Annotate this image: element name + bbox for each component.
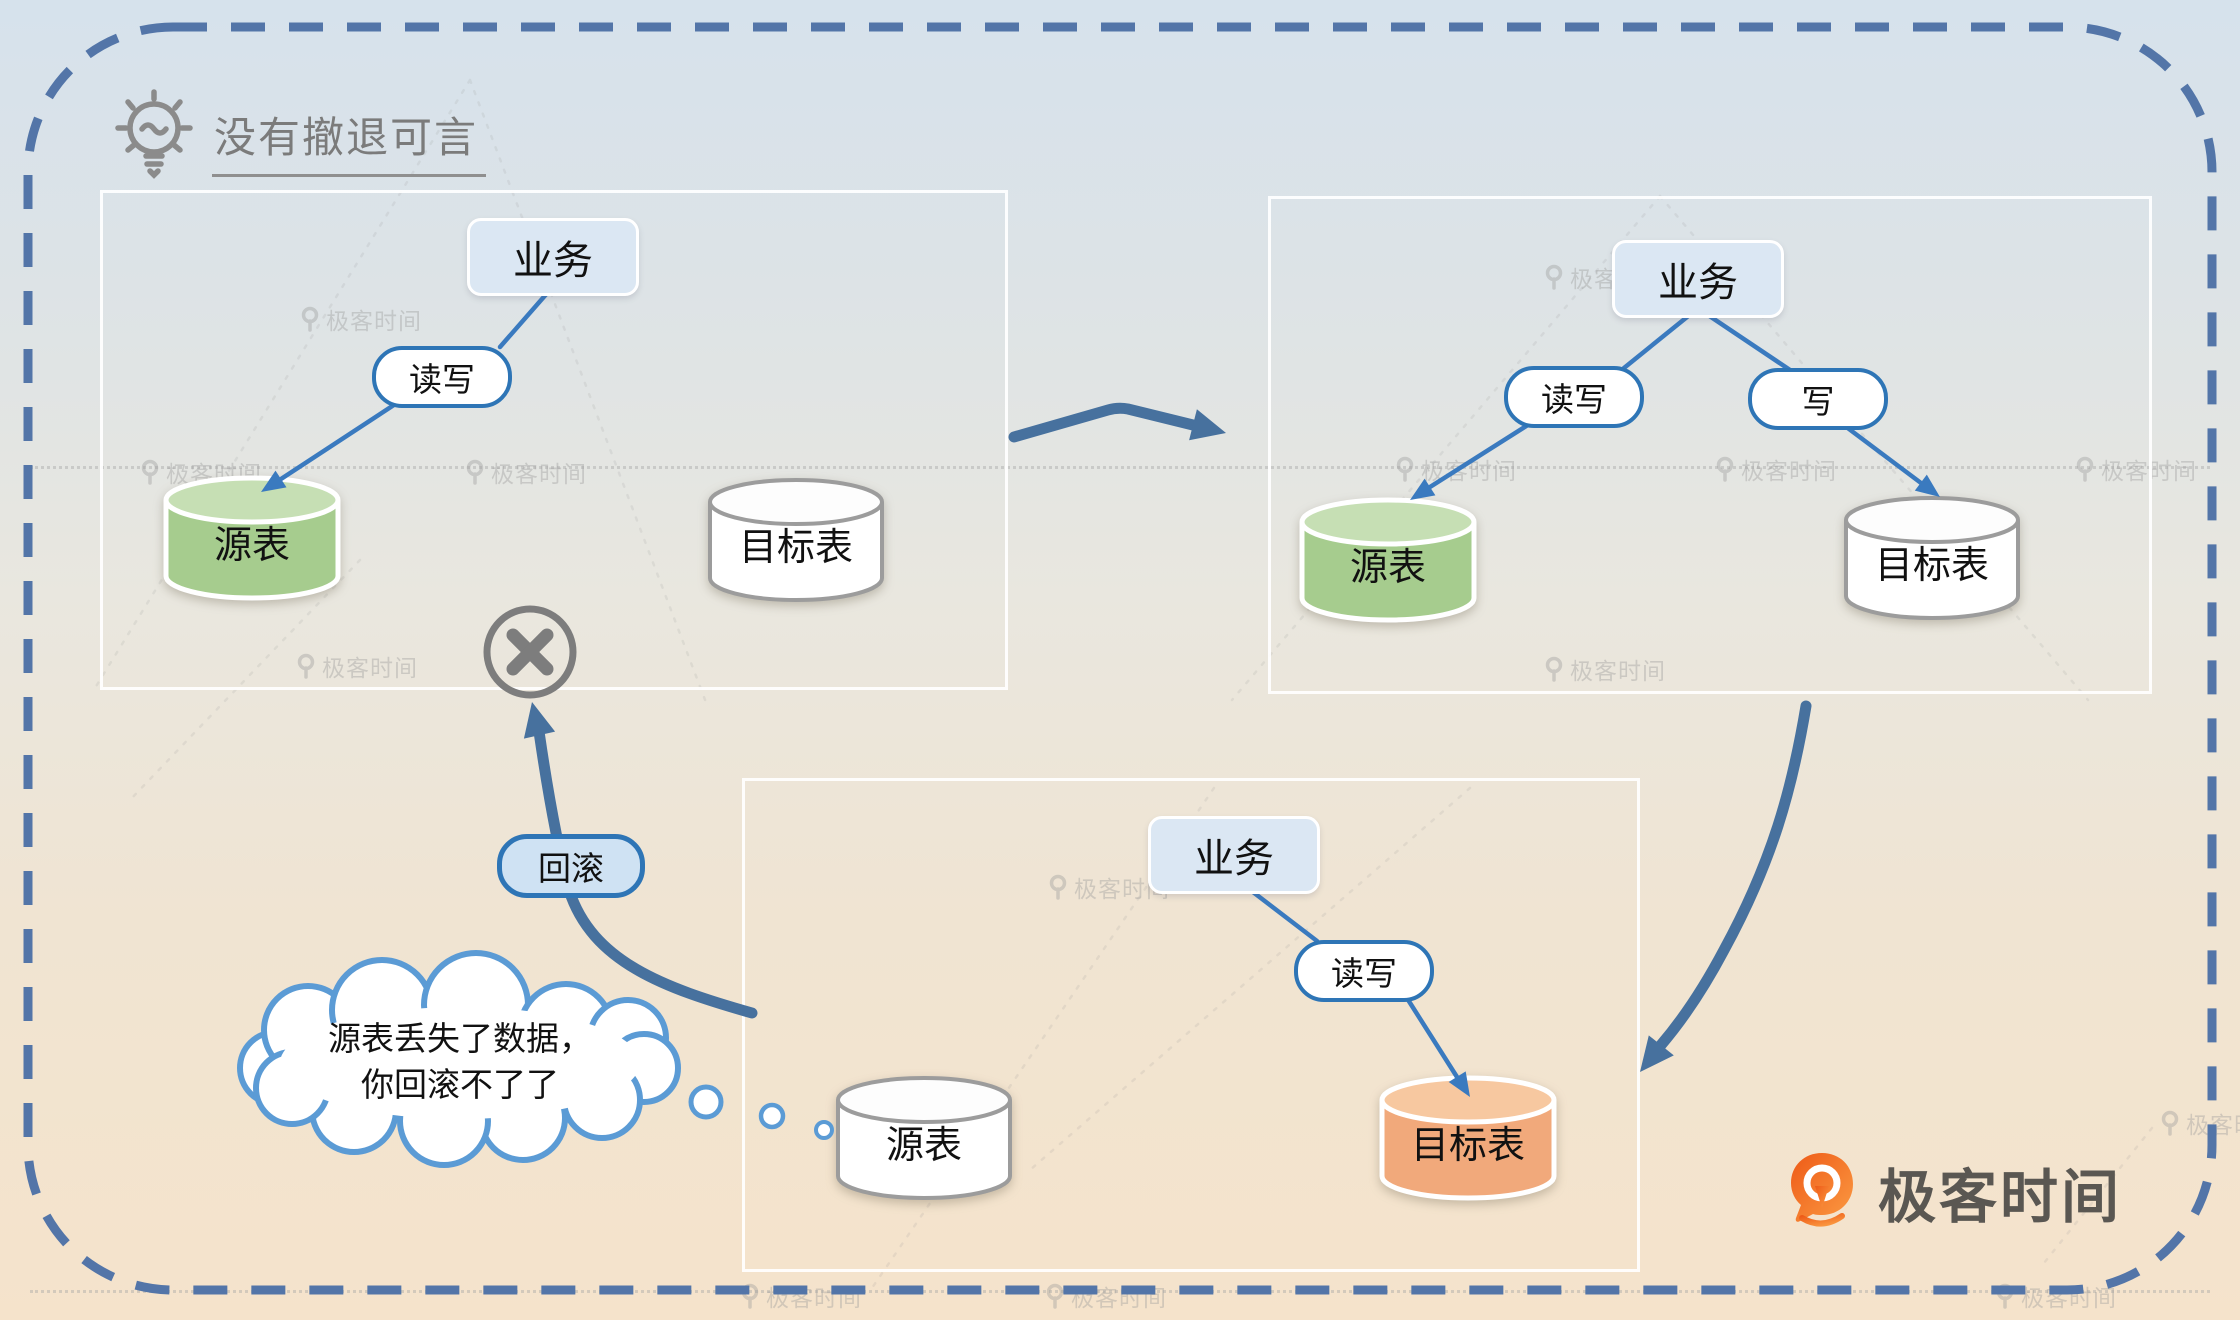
geektime-pin-icon: [1996, 1283, 2014, 1309]
lightbulb-icon: [106, 84, 202, 184]
readwrite-label: 读写: [1541, 381, 1607, 418]
cloud-line-2: 你回滚不了了: [361, 1066, 559, 1103]
cloud-line-1: 源表丢失了数据，: [328, 1020, 592, 1057]
stage2-source-table-cylinder: 源表: [1296, 496, 1480, 626]
stage1-readwrite-pill: 读写: [372, 346, 512, 408]
page-title: 没有撤退可言: [212, 104, 487, 177]
business-label: 业务: [513, 239, 593, 283]
write-label: 写: [1801, 383, 1835, 420]
cylinder-label: 目标表: [1410, 1125, 1525, 1167]
watermark: 极客时间: [1995, 1279, 2117, 1313]
rollback-label: 回滚: [538, 850, 604, 887]
thought-cloud-text: 源表丢失了数据， 你回滚不了了: [270, 1016, 650, 1108]
stage2-write-pill: 写: [1748, 368, 1888, 430]
stage1-business-box: 业务: [467, 218, 639, 296]
geektime-logo: 极客时间: [1784, 1150, 2122, 1234]
stage2-business-box: 业务: [1612, 240, 1784, 318]
cylinder-label: 目标表: [738, 527, 853, 569]
thought-bubble-dots: [688, 1084, 834, 1140]
watermark-label: 极客时间: [2021, 1285, 2117, 1311]
watermark: 极客时间: [740, 1279, 862, 1313]
stage3-readwrite-pill: 读写: [1294, 940, 1434, 1002]
cylinder-label: 源表: [1349, 547, 1426, 589]
geektime-logo-text: 极客时间: [1878, 1165, 2123, 1230]
watermark-label: 极客时间: [766, 1285, 862, 1311]
cross-circle-icon: [480, 602, 580, 702]
stage2-readwrite-pill: 读写: [1504, 366, 1644, 428]
geektime-pin-icon: [2161, 1110, 2179, 1136]
cylinder-label: 源表: [213, 525, 290, 567]
watermark-label: 极客时间: [1071, 1285, 1167, 1311]
geektime-pin-icon: [1046, 1283, 1064, 1309]
business-label: 业务: [1194, 837, 1274, 881]
stage1-target-table-cylinder: 目标表: [704, 476, 888, 606]
watermark-label: 极客时间: [2186, 1112, 2240, 1138]
stage3-business-box: 业务: [1148, 816, 1320, 894]
stage3-target-table-cylinder: 目标表: [1376, 1074, 1560, 1204]
watermark: 极客时间: [2160, 1106, 2240, 1140]
readwrite-label: 读写: [1331, 955, 1397, 992]
rollback-pill: 回滚: [497, 834, 645, 898]
geektime-logo-icon: [1791, 1153, 1853, 1227]
stage2-target-table-cylinder: 目标表: [1840, 494, 2024, 624]
stage1-source-table-cylinder: 源表: [160, 474, 344, 604]
cylinder-label: 目标表: [1874, 545, 1989, 587]
geektime-pin-icon: [741, 1283, 759, 1309]
readwrite-label: 读写: [409, 361, 475, 398]
business-label: 业务: [1658, 261, 1738, 305]
watermark: 极客时间: [1045, 1279, 1167, 1313]
